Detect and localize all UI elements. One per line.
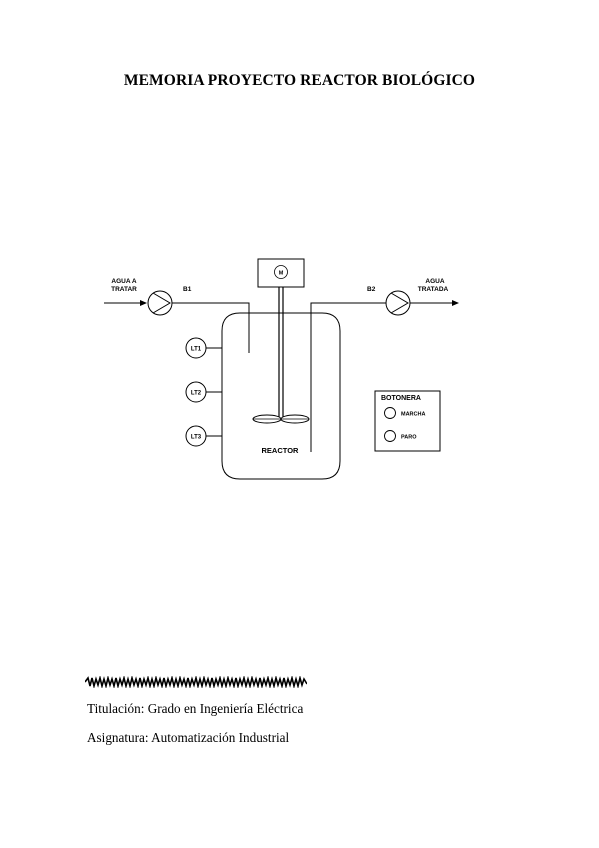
control-panel-title: BOTONERA	[381, 395, 421, 402]
motor-label: M	[279, 271, 284, 277]
pump-b1	[147, 290, 173, 316]
reactor-tank	[221, 312, 341, 480]
outlet-pipe	[310, 302, 388, 452]
level-sensor-lt1: LT1	[185, 337, 222, 359]
inlet-label-line1: AGUA A	[111, 278, 136, 285]
level-sensor-lt3: LT3	[185, 425, 222, 447]
outlet-arrow-icon	[452, 300, 459, 306]
asignatura-text: Asignatura: Automatización Industrial	[87, 730, 290, 745]
paro-button[interactable]	[384, 430, 396, 442]
lt2-label: LT2	[191, 391, 202, 397]
marcha-label: MARCHA	[401, 412, 425, 418]
control-panel: BOTONERA MARCHA PARO	[374, 390, 441, 452]
titulacion-text: Titulación: Grado en Ingeniería Eléctric…	[87, 701, 304, 716]
lt1-label: LT1	[191, 347, 202, 353]
inlet-arrow-icon	[140, 300, 147, 306]
feed-pipe	[172, 302, 250, 353]
marcha-button[interactable]	[384, 407, 396, 419]
paro-label: PARO	[401, 435, 417, 441]
pump-b1-label: B1	[183, 286, 192, 293]
level-sensor-lt2: LT2	[185, 381, 222, 403]
outlet-label-line2: TRATADA	[418, 286, 449, 293]
inlet-label-line2: TRATAR	[111, 286, 137, 293]
reactor-label: REACTOR	[262, 446, 300, 455]
lt3-label: LT3	[191, 435, 202, 441]
pump-b2-label: B2	[367, 286, 376, 293]
pump-b2	[385, 290, 411, 316]
redacted-author-scribble	[85, 676, 307, 688]
agitator-blades	[252, 414, 310, 424]
outlet-label-line1: AGUA	[425, 278, 444, 285]
document-title: MEMORIA PROYECTO REACTOR BIOLÓGICO	[123, 72, 476, 89]
motor-icon	[274, 265, 288, 279]
